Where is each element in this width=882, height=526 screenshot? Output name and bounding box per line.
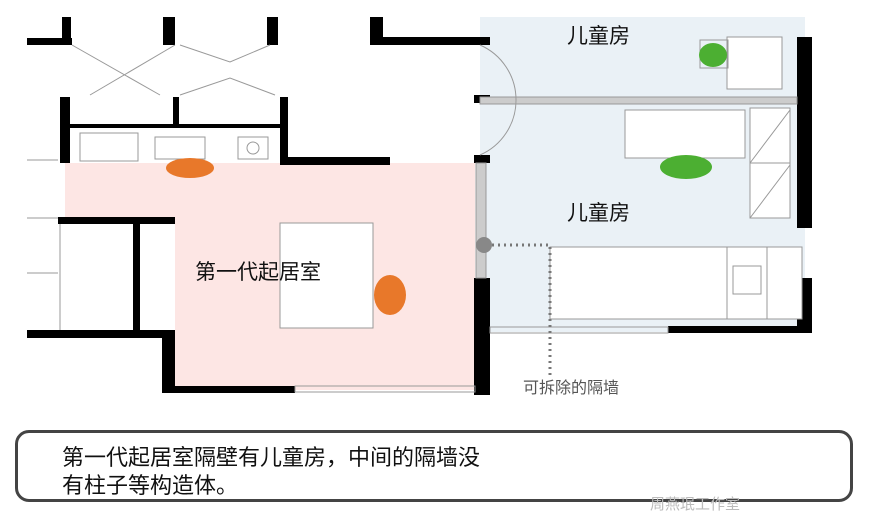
caption-box <box>15 430 853 502</box>
chair-icon <box>166 158 214 178</box>
chairs <box>166 43 727 315</box>
chair-icon <box>699 43 727 67</box>
removable-wall-label: 可拆除的隔墙 <box>523 378 620 397</box>
caption-line-2: 有柱子等构造体。 <box>62 474 239 499</box>
chair-icon <box>374 275 406 315</box>
living-room-label: 第一代起居室 <box>195 260 321 284</box>
living-floor-upper <box>65 163 475 220</box>
removable-wall-pointer <box>492 243 552 375</box>
caption-line-1: 第一代起居室隔壁有儿童房，中间的隔墙没 <box>62 446 481 471</box>
chair-icon <box>660 155 712 179</box>
fixtures <box>27 36 803 393</box>
kids-room-top-label: 儿童房 <box>567 24 630 48</box>
kids-room-bottom-label: 儿童房 <box>567 201 630 225</box>
wall-joint-marker <box>476 237 492 253</box>
watermark: 周燕珉工作室 <box>650 495 741 513</box>
